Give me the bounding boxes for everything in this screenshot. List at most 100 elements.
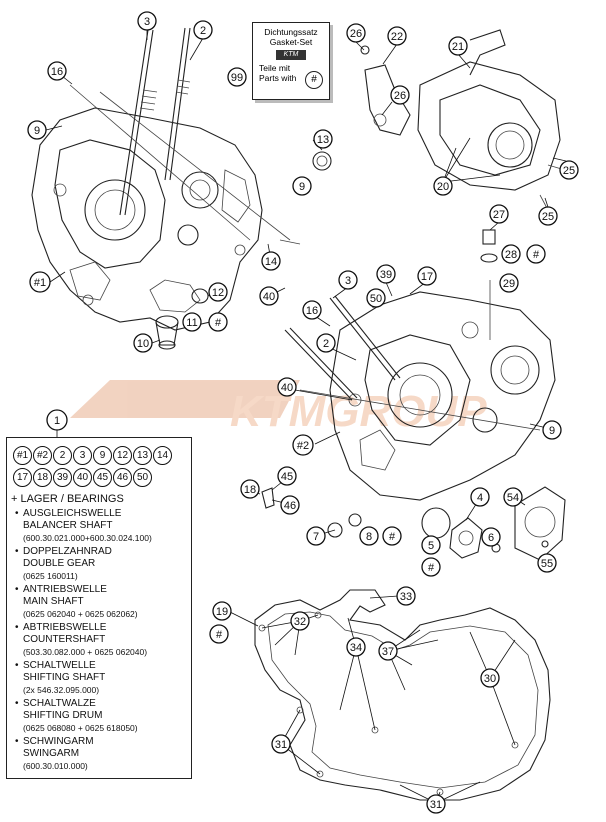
callout-40: 40 — [277, 377, 297, 397]
callout-label: 9 — [299, 181, 305, 193]
callout-21: 21 — [448, 36, 468, 56]
callout-25: 25 — [538, 206, 558, 226]
callout-label: 4 — [477, 492, 483, 504]
gasket-set-line4: Parts with — [259, 73, 297, 83]
callout-45: 45 — [277, 466, 297, 486]
gasket-set-line3: Teile mit — [259, 63, 291, 73]
callout-hash-2: #2 — [292, 434, 314, 456]
callout-label: 9 — [34, 125, 40, 137]
callout-16: 16 — [302, 300, 322, 320]
callout-18: 18 — [240, 479, 260, 499]
watermark: KTMGROUP — [70, 380, 487, 436]
callout-label: 16 — [51, 66, 63, 78]
callout-3: 3 — [137, 11, 157, 31]
callout-label: 11 — [186, 317, 197, 329]
callout-20: 20 — [433, 176, 453, 196]
gasket-set-label: Dichtungssatz Gasket-Set KTM Teile mit P… — [252, 22, 330, 100]
callout-hash-1: #1 — [29, 271, 51, 293]
callout-30: 30 — [480, 668, 500, 688]
legend-item-en: MAIN SHAFT — [23, 596, 84, 607]
callout-label: 2 — [200, 25, 206, 37]
callout-28-hash: # — [526, 244, 546, 264]
callout-label: 46 — [284, 500, 296, 512]
callout-29: 29 — [499, 273, 519, 293]
callout-label: 31 — [430, 799, 442, 811]
callout-13: 13 — [313, 129, 333, 149]
legend-item-de: SCHALTWALZE — [23, 698, 96, 709]
callout-label: 39 — [380, 269, 392, 281]
callout-label: 32 — [294, 616, 306, 628]
callout-17: 17 — [417, 266, 437, 286]
legend-chip: 17 — [13, 468, 32, 487]
callout-label: 22 — [391, 31, 403, 43]
right-crankcase-half — [329, 291, 556, 501]
callout-label: 25 — [542, 211, 554, 223]
callout-label: 40 — [281, 382, 293, 394]
callout-label: 16 — [306, 305, 318, 317]
legend-chip: 46 — [113, 468, 132, 487]
callout-label: 10 — [137, 338, 149, 350]
callout-label: 8 — [366, 531, 372, 543]
callout-26: 26 — [390, 85, 410, 105]
callout-19: 19 — [212, 601, 232, 621]
callout-label: 3 — [345, 275, 351, 287]
callout-4: 4 — [470, 487, 490, 507]
callout-5-hash: # — [421, 557, 441, 577]
callout-label: # — [428, 562, 435, 574]
legend-item-code: (503.30.082.000 + 0625 062040) — [23, 647, 148, 657]
legend-item-code: (600.30.021.000+600.30.024.100) — [23, 533, 152, 543]
ktm-logo: KTM — [276, 50, 306, 60]
legend-item-en: SWINGARM — [23, 748, 80, 759]
gasket-set-hash-badge: # — [305, 71, 323, 89]
callout-34: 34 — [346, 637, 366, 657]
legend-chip: 3 — [73, 446, 92, 465]
legend-item-de: AUSGLEICHSWELLE — [23, 508, 122, 519]
callout-label: #1 — [34, 277, 46, 289]
legend-item-de: ANTRIEBSWELLE — [23, 584, 107, 595]
legend-item-en: SHIFTING DRUM — [23, 710, 103, 721]
callout-label: 30 — [484, 673, 496, 685]
legend-chip: 39 — [53, 468, 72, 487]
legend-chip: 45 — [93, 468, 112, 487]
callout-14: 14 — [261, 251, 281, 271]
callout-label: 21 — [452, 41, 464, 53]
legend-item-de: DOPPELZAHNRAD — [23, 546, 112, 557]
legend-item-en: BALANCER SHAFT — [23, 520, 113, 531]
callout-label: 1 — [54, 415, 60, 427]
legend-chip: 14 — [153, 446, 172, 465]
legend-item-code: (0625 068080 + 0625 618050) — [23, 723, 138, 733]
legend-item-code: (2x 546.32.095.000) — [23, 685, 100, 695]
callout-label: 34 — [350, 642, 362, 654]
legend-item-de: SCHALTWELLE — [23, 660, 96, 671]
callout-54: 54 — [503, 487, 523, 507]
callout-label: # — [533, 249, 540, 261]
right-shafts — [284, 229, 541, 431]
legend-chip: 13 — [133, 446, 152, 465]
legend-item-code: (600.30.010.000) — [23, 761, 88, 771]
callout-31: 31 — [271, 734, 291, 754]
callout-99: 99 — [227, 67, 247, 87]
callout-label: 99 — [231, 72, 243, 84]
callout-label: # — [216, 629, 223, 641]
callout-label: 40 — [263, 291, 275, 303]
legend-item-de: ABTRIEBSWELLE — [23, 622, 107, 633]
callout-label: 14 — [265, 256, 277, 268]
callout-label: 5 — [428, 540, 434, 552]
legend-chip: 18 — [33, 468, 52, 487]
callout-label: 50 — [370, 293, 382, 305]
gasket-set-line1: Dichtungssatz — [264, 27, 318, 37]
callout-7: 7 — [306, 526, 326, 546]
legend-chip: 12 — [113, 446, 132, 465]
callout-label: 17 — [421, 271, 433, 283]
callout-label: 55 — [541, 558, 553, 570]
callout-label: #2 — [297, 440, 309, 452]
left-crankcase-half — [31, 107, 263, 331]
callout-32: 32 — [290, 611, 310, 631]
callout-label: 19 — [216, 606, 228, 618]
